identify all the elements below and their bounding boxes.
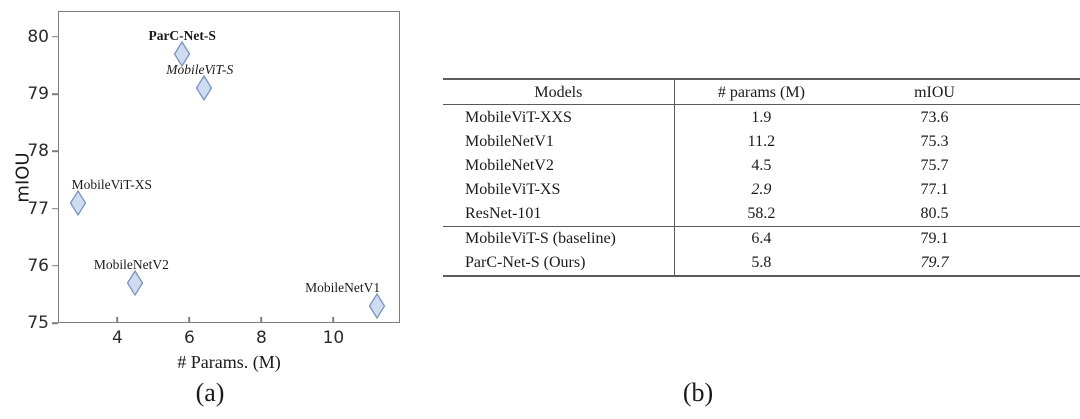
- column-header-miou: mIOU: [914, 83, 955, 101]
- x-tick-label: 6: [183, 328, 195, 348]
- cell-params: 1.9: [673, 104, 849, 130]
- column-header-spacer: [1021, 79, 1080, 105]
- y-tick-label: 76: [27, 255, 49, 276]
- y-tick-label: 78: [27, 141, 49, 162]
- cell-miou: 79.7: [920, 254, 949, 272]
- x-tick-mark: [116, 317, 119, 323]
- cell-miou: 73.6: [920, 108, 949, 126]
- cell-spacer: [1021, 129, 1080, 153]
- y-tick-mark: [52, 35, 58, 38]
- x-axis-title: # Params. (M): [177, 352, 281, 372]
- scatter-plot: 75 76 77 78 79 80 4 6 8 10 ParC-Net-S MobileViT-S…: [0, 0, 440, 375]
- results-table: Models # params (M) mIOU MobileViT-XXS 1.…: [443, 78, 1080, 277]
- cell-params: 11.2: [673, 129, 849, 154]
- x-tick-mark: [332, 317, 335, 323]
- scatter-marker: [127, 269, 144, 296]
- figure-panel-b: Models # params (M) mIOU MobileViT-XXS 1.…: [443, 0, 1080, 419]
- panel-a-caption: (a): [195, 378, 225, 407]
- table-row: MobileViT-XS 2.9 77.1: [443, 177, 1080, 202]
- scatter-point-label: MobileNetV1: [305, 279, 381, 295]
- cell-params: 2.9: [673, 177, 849, 202]
- cell-spacer: [1021, 202, 1080, 227]
- cell-miou: 75.3: [920, 132, 949, 150]
- y-tick-mark: [52, 264, 58, 267]
- scatter-marker: [368, 292, 385, 319]
- table-row: ResNet-101 58.2 80.5: [443, 201, 1080, 227]
- column-header-models: Models: [534, 83, 583, 101]
- cell-params: 4.5: [673, 153, 849, 178]
- cell-miou: 80.5: [920, 205, 949, 223]
- scatter-point-label: MobileNetV2: [93, 256, 169, 272]
- scatter-marker: [195, 75, 213, 102]
- cell-miou: 75.7: [920, 156, 949, 174]
- cell-model-name: MobileViT-S (baseline): [465, 230, 616, 248]
- x-tick-mark: [260, 317, 263, 323]
- y-tick-label: 77: [27, 198, 49, 219]
- plot-frame: [58, 11, 400, 323]
- y-tick-mark: [52, 150, 58, 153]
- cell-model-name: ResNet-101: [465, 205, 542, 223]
- x-tick-label: 8: [255, 328, 267, 348]
- scatter-point-label: ParC-Net-S: [148, 27, 216, 43]
- cell-params: 6.4: [673, 226, 849, 251]
- cell-spacer: [1021, 153, 1080, 177]
- cell-spacer: [1021, 177, 1080, 201]
- scatter-point-label: MobileViT-XS: [71, 176, 153, 192]
- y-tick-label: 80: [27, 26, 49, 47]
- table-row: MobileViT-S (baseline) 6.4 79.1: [443, 226, 1080, 251]
- table-row: ParC-Net-S (Ours) 5.8 79.7: [443, 250, 1080, 276]
- scatter-point-label: MobileViT-S: [166, 62, 234, 78]
- cell-model-name: MobileNetV1: [465, 132, 554, 150]
- cell-model-name: MobileViT-XS: [465, 180, 561, 198]
- cell-model-name: ParC-Net-S (Ours): [465, 254, 586, 272]
- panel-b-caption: (b): [682, 378, 714, 407]
- cell-miou: 77.1: [920, 180, 949, 198]
- table-header: Models # params (M) mIOU: [443, 79, 1080, 105]
- column-header-params: # params (M): [673, 79, 849, 105]
- cell-spacer: [1021, 251, 1080, 276]
- y-tick-mark: [52, 93, 58, 95]
- cell-spacer: [1021, 226, 1080, 251]
- table-row: MobileNetV1 11.2 75.3: [443, 129, 1080, 154]
- cell-params: 5.8: [673, 250, 849, 276]
- table-header-row: Models # params (M) mIOU: [443, 79, 1080, 105]
- scatter-marker: [69, 189, 87, 216]
- table-row: MobileNetV2 4.5 75.7: [443, 153, 1080, 178]
- cell-model-name: MobileNetV2: [465, 156, 554, 174]
- x-tick-mark: [188, 317, 191, 323]
- scatter-marker: [173, 40, 191, 67]
- y-tick-label: 75: [27, 313, 49, 333]
- y-tick-label: 79: [27, 84, 49, 104]
- table-row: MobileViT-XXS 1.9 73.6: [443, 104, 1080, 130]
- cell-params: 58.2: [673, 201, 849, 227]
- cell-spacer: [1021, 105, 1080, 130]
- x-tick-label: 10: [322, 328, 345, 348]
- y-tick-mark: [52, 322, 58, 324]
- y-tick-mark: [52, 207, 58, 210]
- x-tick-label: 4: [111, 328, 123, 348]
- cell-miou: 79.1: [920, 230, 949, 248]
- cell-model-name: MobileViT-XXS: [465, 108, 572, 126]
